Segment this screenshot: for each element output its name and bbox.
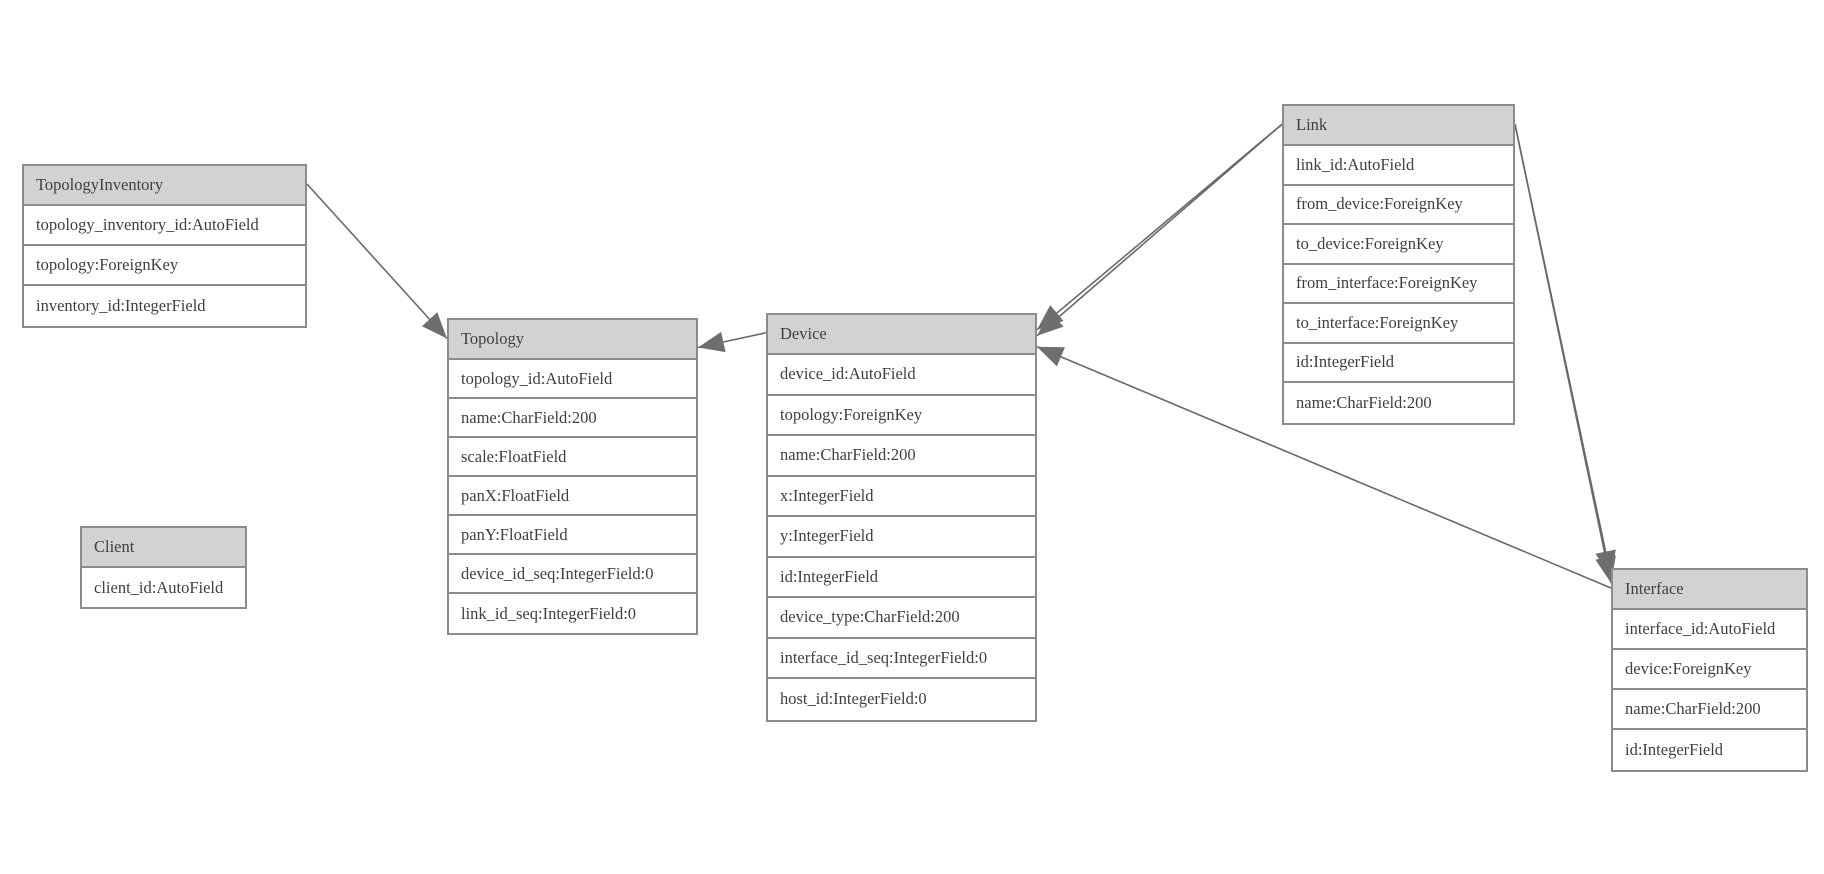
field-label: device_id_seq:IntegerField:0 — [461, 563, 654, 583]
field-row: device_id:AutoField — [768, 355, 1035, 396]
entity-header-topology_inventory: TopologyInventory — [24, 166, 305, 206]
field-row: link_id_seq:IntegerField:0 — [449, 594, 696, 633]
entity-title: TopologyInventory — [36, 175, 164, 194]
entity-header-client: Client — [82, 528, 245, 568]
field-row: host_id:IntegerField:0 — [768, 679, 1035, 720]
field-label: name:CharField:200 — [1296, 392, 1432, 412]
field-label: to_interface:ForeignKey — [1296, 312, 1459, 332]
field-row: client_id:AutoField — [82, 568, 245, 607]
field-row: x:IntegerField — [768, 477, 1035, 517]
field-row: name:CharField:200 — [1284, 383, 1513, 423]
field-row: panX:FloatField — [449, 477, 696, 516]
field-row: scale:FloatField — [449, 438, 696, 477]
field-label: scale:FloatField — [461, 446, 567, 466]
field-label: device_type:CharField:200 — [780, 607, 960, 627]
entity-title: Link — [1296, 115, 1328, 134]
field-label: name:CharField:200 — [461, 407, 597, 427]
field-label: topology_id:AutoField — [461, 368, 613, 388]
field-label: inventory_id:IntegerField — [36, 296, 206, 315]
field-label: host_id:IntegerField:0 — [780, 689, 927, 709]
entity-header-device: Device — [768, 315, 1035, 355]
entity-title: Topology — [461, 329, 525, 348]
field-label: id:IntegerField — [1296, 352, 1395, 372]
field-label: interface_id_seq:IntegerField:0 — [780, 647, 988, 667]
field-label: topology:ForeignKey — [36, 255, 179, 274]
field-row: y:IntegerField — [768, 517, 1035, 558]
field-label: topology:ForeignKey — [780, 404, 923, 424]
field-row: to_device:ForeignKey — [1284, 225, 1513, 265]
field-label: panX:FloatField — [461, 485, 570, 505]
field-row: interface_id:AutoField — [1613, 610, 1806, 650]
field-row: inventory_id:IntegerField — [24, 286, 305, 326]
field-row: to_interface:ForeignKey — [1284, 304, 1513, 344]
field-row: id:IntegerField — [1613, 730, 1806, 770]
field-label: topology_inventory_id:AutoField — [36, 215, 259, 234]
entity-title: Client — [94, 537, 135, 556]
field-label: from_device:ForeignKey — [1296, 194, 1463, 214]
field-label: link_id_seq:IntegerField:0 — [461, 603, 637, 623]
field-row: link_id:AutoField — [1284, 146, 1513, 186]
field-label: id:IntegerField — [780, 566, 879, 586]
field-label: x:IntegerField — [780, 485, 874, 505]
field-label: client_id:AutoField — [94, 577, 224, 597]
field-row: topology:ForeignKey — [768, 396, 1035, 436]
entity-header-interface: Interface — [1613, 570, 1806, 610]
entity-topology: Topology topology_id:AutoField name:CharFi… — [447, 318, 698, 635]
field-row: device_id_seq:IntegerField:0 — [449, 555, 696, 594]
entity-device: Device device_id:AutoField topology:Foreig… — [766, 313, 1037, 722]
relation-device-topology — [697, 331, 767, 353]
field-row: device_type:CharField:200 — [768, 598, 1035, 639]
field-row: topology_id:AutoField — [449, 360, 696, 399]
field-label: from_interface:ForeignKey — [1296, 273, 1478, 293]
field-row: device:ForeignKey — [1613, 650, 1806, 690]
field-label: link_id:AutoField — [1296, 154, 1415, 174]
entity-title: Interface — [1625, 579, 1684, 598]
relation-link-todevice-device — [1036, 123, 1283, 337]
field-row: id:IntegerField — [1284, 344, 1513, 383]
field-row: panY:FloatField — [449, 516, 696, 555]
field-row: interface_id_seq:IntegerField:0 — [768, 639, 1035, 679]
field-label: to_device:ForeignKey — [1296, 233, 1444, 253]
relation-link-tointerface-interface — [1514, 124, 1616, 584]
entity-title: Device — [780, 324, 827, 343]
entity-topology_inventory: TopologyInventory topology_inventory_id:A… — [22, 164, 307, 328]
field-label: name:CharField:200 — [780, 445, 916, 465]
field-label: id:IntegerField — [1625, 740, 1724, 759]
entity-header-topology: Topology — [449, 320, 696, 360]
entity-interface: Interface interface_id:AutoField device:Fo… — [1611, 568, 1808, 772]
field-label: y:IntegerField — [780, 526, 874, 546]
field-label: device:ForeignKey — [1625, 659, 1752, 678]
field-row: from_device:ForeignKey — [1284, 186, 1513, 225]
entity-client: Client client_id:AutoField — [80, 526, 247, 609]
field-label: interface_id:AutoField — [1625, 619, 1776, 638]
entity-link: Link link_id:AutoField from_device:Foreign… — [1282, 104, 1515, 425]
field-row: id:IntegerField — [768, 558, 1035, 598]
field-label: name:CharField:200 — [1625, 699, 1761, 718]
field-row: name:CharField:200 — [768, 436, 1035, 477]
field-row: topology_inventory_id:AutoField — [24, 206, 305, 246]
field-row: from_interface:ForeignKey — [1284, 265, 1513, 304]
field-row: name:CharField:200 — [449, 399, 696, 438]
entity-header-link: Link — [1284, 106, 1513, 146]
field-label: device_id:AutoField — [780, 364, 916, 384]
relation-interface-device — [1036, 346, 1612, 589]
relation-topologyinventory-topology — [306, 183, 448, 340]
field-label: panY:FloatField — [461, 524, 568, 544]
field-row: name:CharField:200 — [1613, 690, 1806, 730]
field-row: topology:ForeignKey — [24, 246, 305, 286]
